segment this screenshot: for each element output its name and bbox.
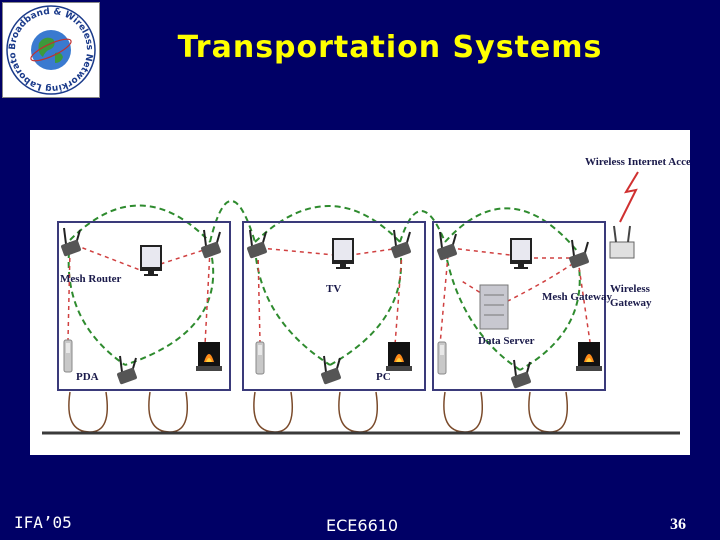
pda-icon: [256, 342, 264, 374]
laptop-icon: [196, 342, 222, 371]
mesh-router-icon: [60, 228, 81, 257]
pda-icon: [64, 340, 72, 372]
router-icon: [246, 230, 267, 259]
label-data-server: Data Server: [478, 335, 535, 347]
tv-icon: [510, 238, 532, 269]
router-icon: [200, 230, 221, 259]
tv-icon: [332, 238, 354, 269]
wireless-gateway-icon: [610, 226, 634, 258]
lightning-icon: [620, 172, 638, 222]
logo-graphic: Broadband & Wireless Networking Laborato…: [3, 3, 99, 97]
router-icon: [510, 360, 531, 389]
footer-course: ECE6610: [326, 516, 398, 535]
mesh-gateway-icon: [568, 240, 589, 269]
router-icon: [116, 356, 137, 385]
label-mesh-router: Mesh Router: [60, 273, 122, 285]
label-mesh-gateway: Mesh Gateway: [542, 291, 612, 303]
diagram-canvas: Wireless Internet Access: [30, 130, 690, 455]
label-wireless-internet-access: Wireless Internet Access: [585, 156, 690, 168]
label-pda: PDA: [76, 371, 99, 383]
label-wireless-gateway-line2: Gateway: [610, 297, 652, 309]
page-number: 36: [670, 516, 686, 534]
tv-icon: [140, 245, 162, 276]
label-wireless-gateway-line1: Wireless: [610, 283, 651, 295]
slide-title: Transportation Systems: [110, 30, 670, 65]
router-icon: [320, 356, 341, 385]
lab-logo: Broadband & Wireless Networking Laborato…: [2, 2, 100, 98]
data-server-icon: [480, 285, 508, 329]
label-tv: TV: [326, 283, 341, 295]
router-icon: [390, 230, 411, 259]
pda-icon: [438, 342, 446, 374]
footer-conference: IFA’05: [14, 513, 72, 532]
label-pc: PC: [376, 371, 391, 383]
pc-icon: [386, 342, 412, 371]
wheel-loops: [69, 392, 567, 432]
router-icon: [436, 232, 457, 261]
laptop-icon: [576, 342, 602, 371]
transport-network-diagram: Wireless Internet Access: [30, 130, 690, 455]
